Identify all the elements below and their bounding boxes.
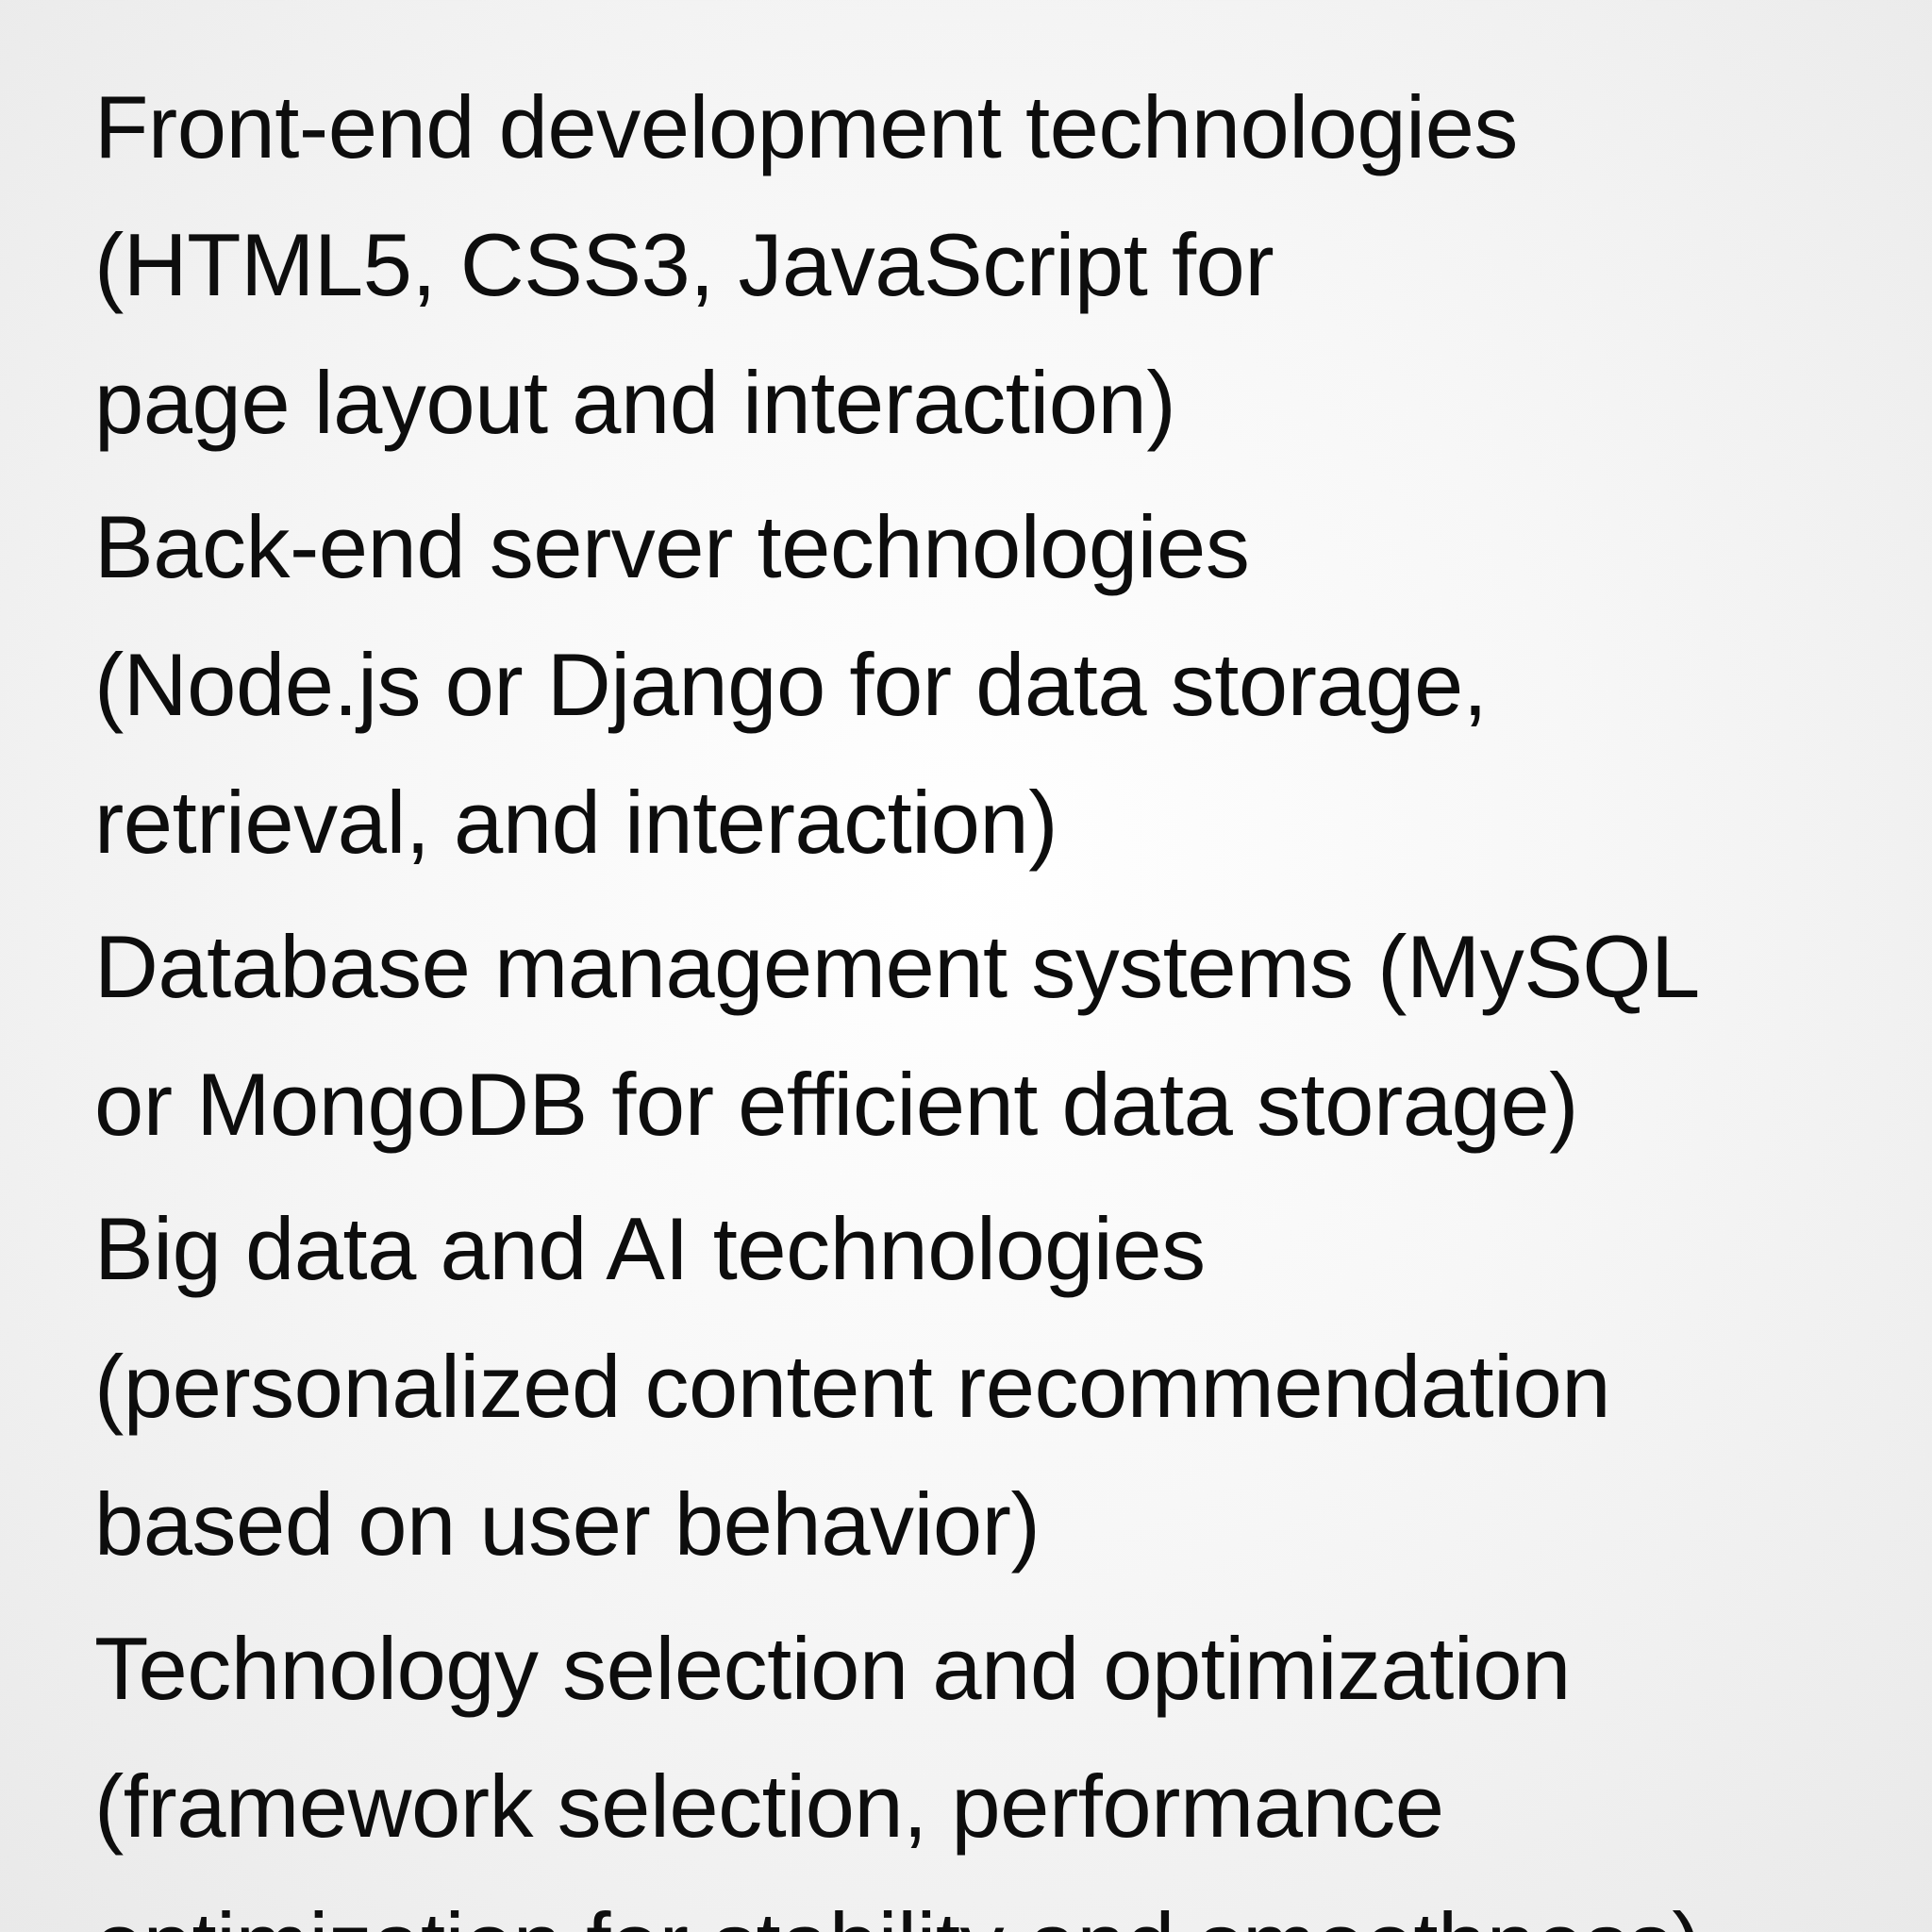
tech-item-line: based on user behavior): [94, 1474, 1041, 1574]
tech-item-line: page layout and interaction): [94, 353, 1176, 452]
tech-item-frontend: Front-end development technologies (HTML…: [94, 58, 1894, 472]
tech-item-line: Back-end server technologies: [94, 497, 1250, 596]
tech-item-line: (HTML5, CSS3, JavaScript for: [94, 215, 1274, 314]
tech-item-line: (personalized content recommendation: [94, 1337, 1611, 1436]
tech-item-bigdata-ai: Big data and AI technologies (personaliz…: [94, 1180, 1894, 1593]
tech-item-line: or MongoDB for efficient data storage): [94, 1055, 1578, 1154]
tech-item-line: optimization for stability and smoothnes…: [94, 1875, 1894, 1932]
tech-item-backend: Back-end server technologies (Node.js or…: [94, 478, 1894, 891]
tech-item-line: Technology selection and optimization: [94, 1619, 1571, 1718]
tech-item-line: Front-end development technologies: [94, 77, 1518, 176]
tech-item-line: (framework selection, performance: [94, 1757, 1444, 1856]
tech-item-optimization: Technology selection and optimization (f…: [94, 1600, 1894, 1932]
tech-item-line: Database management systems (MySQL: [94, 917, 1700, 1016]
tech-item-line: Big data and AI technologies: [94, 1199, 1206, 1298]
tech-item-database: Database management systems (MySQL or Mo…: [94, 898, 1894, 1174]
tech-item-line: (Node.js or Django for data storage,: [94, 635, 1488, 734]
tech-item-line: retrieval, and interaction): [94, 773, 1058, 872]
